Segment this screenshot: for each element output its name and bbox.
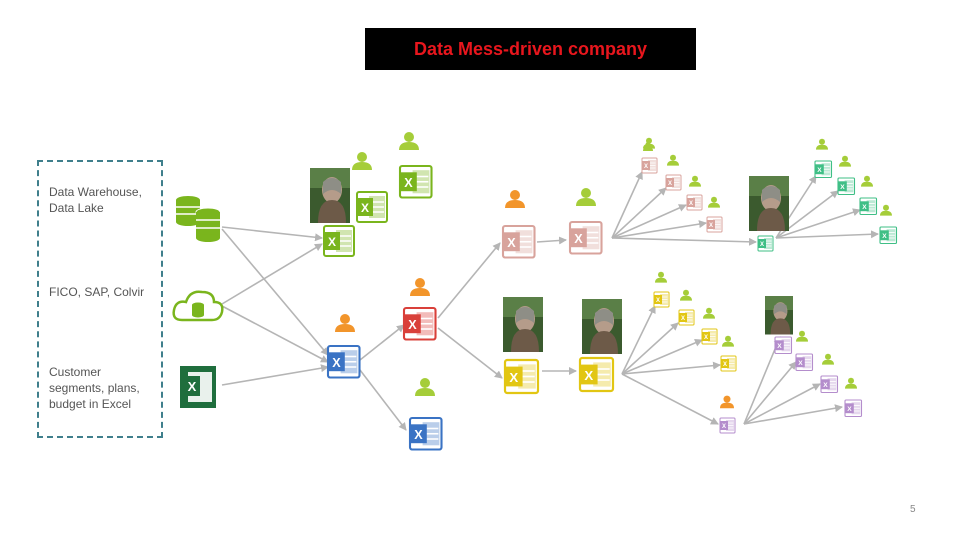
excel-file-icon bbox=[568, 220, 603, 255]
person-icon bbox=[399, 132, 419, 150]
person-icon bbox=[845, 377, 857, 389]
excel-file-icon bbox=[820, 375, 839, 394]
arrow-pink-to-pink bbox=[536, 236, 567, 245]
person-icon bbox=[352, 152, 372, 170]
arrow-fan bbox=[775, 230, 879, 239]
excel-file-icon bbox=[402, 306, 437, 341]
excel-file-icon bbox=[814, 160, 833, 179]
excel-file-icon bbox=[879, 226, 898, 245]
arrow-fan bbox=[621, 373, 719, 425]
person-icon bbox=[680, 289, 692, 301]
arrow-fan bbox=[611, 204, 687, 239]
data-sources-box: Data Warehouse, Data Lake FICO, SAP, Col… bbox=[37, 160, 163, 438]
arrow-fan bbox=[743, 361, 797, 425]
person-icon bbox=[880, 204, 892, 216]
person-icon bbox=[689, 175, 701, 187]
source-label-erp: FICO, SAP, Colvir bbox=[49, 285, 145, 299]
person-icon bbox=[410, 278, 430, 296]
person-icon bbox=[720, 395, 734, 409]
excel-file-icon bbox=[503, 358, 540, 395]
arrow-dwh-to-green-excel bbox=[221, 226, 323, 242]
person-icon bbox=[816, 138, 828, 150]
excel-file-icon bbox=[323, 225, 355, 257]
person-photo bbox=[749, 176, 789, 231]
person-icon bbox=[576, 188, 596, 206]
person-icon bbox=[839, 155, 851, 167]
excel-file-icon bbox=[719, 417, 736, 434]
source-label-excel: Customer segments, plans, budget in Exce… bbox=[49, 365, 140, 411]
excel-file-icon bbox=[701, 328, 718, 345]
arrow-red-to-yellow bbox=[437, 327, 503, 379]
excel-file-icon bbox=[678, 309, 695, 326]
arrow-fan bbox=[775, 208, 861, 239]
excel-file-icon bbox=[408, 416, 443, 451]
arrow-fan bbox=[611, 171, 643, 239]
person-photo bbox=[310, 168, 350, 223]
arrow-fan bbox=[743, 336, 782, 425]
excel-file-icon bbox=[706, 216, 723, 233]
arrow-fan bbox=[611, 237, 757, 246]
excel-file-icon bbox=[774, 336, 793, 355]
svg-text:X: X bbox=[188, 379, 197, 394]
person-icon bbox=[643, 137, 655, 149]
excel-file-icon bbox=[844, 399, 863, 418]
excel-file-icon bbox=[720, 355, 737, 372]
excel-file-icon bbox=[356, 191, 388, 223]
arrow-fan bbox=[743, 383, 821, 425]
arrow-fan bbox=[621, 305, 656, 375]
excel-file-icon bbox=[326, 344, 361, 379]
arrow-fan bbox=[743, 404, 843, 425]
page-number: 5 bbox=[910, 504, 916, 515]
person-icon bbox=[861, 175, 873, 187]
excel-icon: X bbox=[180, 366, 216, 408]
arrow-excel-to-blue-excel bbox=[221, 364, 329, 386]
person-icon bbox=[796, 330, 808, 342]
excel-file-icon bbox=[641, 157, 658, 174]
excel-file-icon bbox=[795, 353, 814, 372]
excel-file-icon bbox=[686, 194, 703, 211]
excel-file-icon bbox=[578, 356, 615, 393]
arrow-fan bbox=[621, 322, 679, 375]
person-icon bbox=[822, 353, 834, 365]
excel-file-icon bbox=[653, 291, 670, 308]
arrow-fan bbox=[621, 339, 703, 375]
person-icon bbox=[722, 335, 734, 347]
source-label-dwh: Data Warehouse, Data Lake bbox=[49, 185, 142, 215]
arrow-blue-to-lower-blue bbox=[359, 369, 407, 431]
person-icon bbox=[667, 154, 679, 166]
arrow-blue-to-red bbox=[359, 324, 405, 361]
person-icon bbox=[335, 314, 355, 332]
arrow-fan bbox=[611, 187, 667, 239]
person-icon bbox=[655, 271, 667, 283]
arrow-dwh-to-blue-excel bbox=[221, 228, 329, 356]
slide-title: Data Mess-driven company bbox=[413, 38, 648, 59]
excel-file-icon bbox=[501, 224, 536, 259]
title-banner: Data Mess-driven company bbox=[365, 28, 696, 70]
person-icon bbox=[505, 190, 525, 208]
excel-file-icon bbox=[757, 235, 774, 252]
person-photo bbox=[765, 296, 793, 335]
excel-file-icon bbox=[398, 164, 433, 199]
cloud-database-icon bbox=[172, 290, 224, 322]
arrow-cloud-to-blue-excel bbox=[221, 305, 329, 363]
person-icon bbox=[708, 196, 720, 208]
excel-file-icon bbox=[837, 177, 856, 196]
excel-file-icon bbox=[859, 197, 878, 216]
person-icon bbox=[415, 378, 435, 396]
arrow-fan bbox=[621, 361, 721, 375]
arrow-fan bbox=[611, 220, 707, 239]
person-icon bbox=[703, 307, 715, 319]
arrow-cloud-to-green-excel bbox=[221, 243, 323, 305]
database-icon bbox=[176, 196, 221, 242]
arrow-red-to-pink bbox=[437, 242, 501, 319]
person-photo bbox=[582, 299, 622, 354]
excel-file-icon bbox=[665, 174, 682, 191]
person-photo bbox=[503, 297, 543, 352]
